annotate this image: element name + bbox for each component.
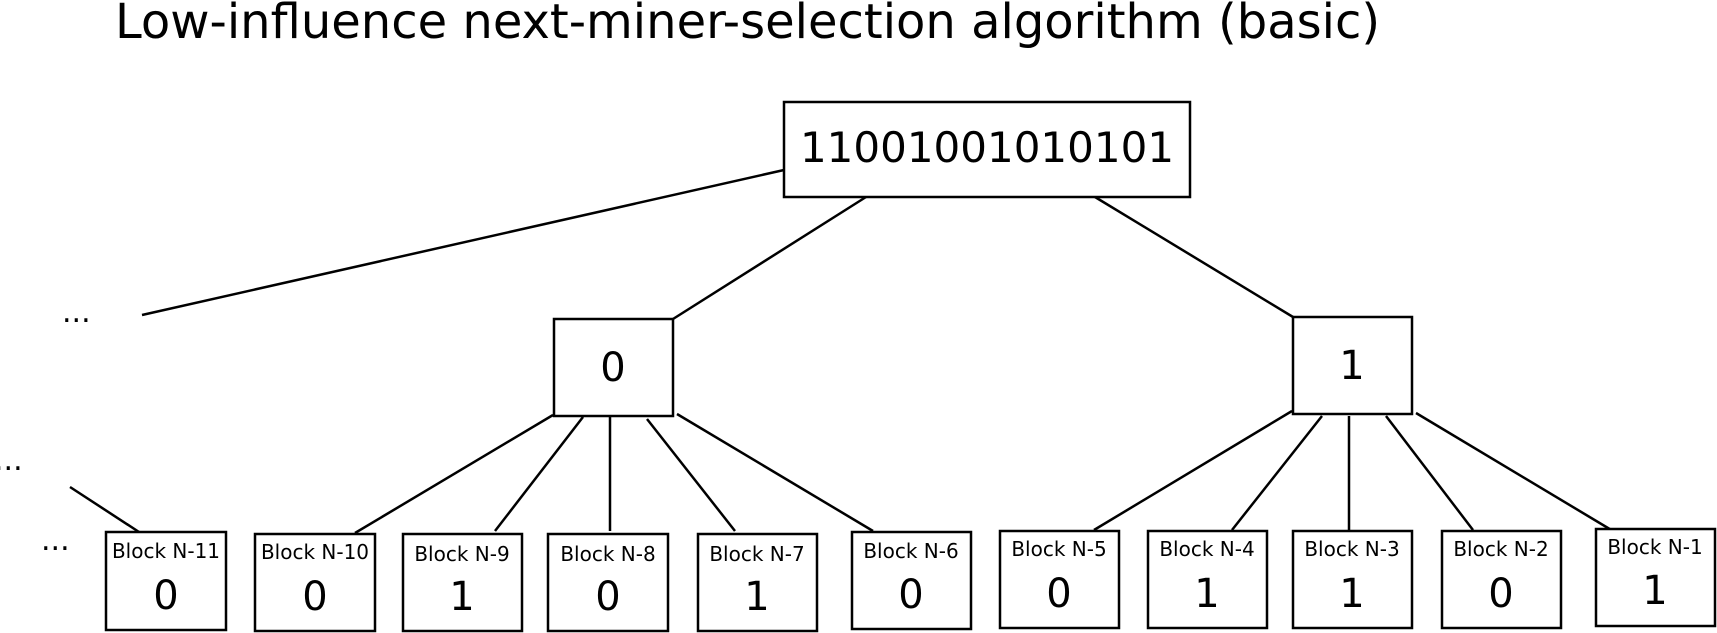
block-node: Block N-7 1 (696, 532, 819, 633)
block-box (1146, 529, 1269, 630)
block-bit: 0 (153, 573, 178, 619)
group-box-1 (1291, 315, 1414, 416)
block-bit: 1 (449, 574, 474, 620)
ellipsis-lower: ... (41, 523, 70, 558)
edge-ellipsis-block-n11 (69, 485, 140, 534)
edge-group0-block-n6 (676, 412, 874, 533)
block-node: Block N-6 0 (850, 530, 973, 631)
block-box (401, 532, 524, 633)
root-node: 11001001010101 (782, 100, 1192, 199)
diagram-title: Low-influence next-miner-selection algor… (115, 0, 1380, 50)
block-box (104, 530, 228, 632)
block-node: Block N-5 0 (998, 529, 1121, 630)
block-box (1594, 527, 1717, 628)
block-node: Block N-3 1 (1291, 529, 1414, 630)
block-bit: 1 (1194, 571, 1219, 617)
block-node: Block N-4 1 (1146, 529, 1269, 630)
block-label: Block N-5 (1011, 537, 1106, 561)
block-node: Block N-2 0 (1440, 529, 1563, 630)
block-label: Block N-1 (1607, 535, 1702, 559)
block-box (546, 532, 670, 633)
block-label: Block N-6 (863, 539, 958, 563)
block-row: Block N-11 0 Block N-10 0 Block N-9 1 Bl… (104, 527, 1717, 633)
edge-root-ellipsis (141, 168, 785, 317)
block-label: Block N-9 (414, 542, 509, 566)
block-bit: 1 (1642, 568, 1667, 614)
root-value: 11001001010101 (800, 123, 1174, 172)
edge-group1-block-n5 (1093, 409, 1293, 532)
edge-group1-block-n2 (1385, 415, 1474, 531)
block-bit: 1 (744, 574, 769, 620)
edge-root-group-1 (1094, 195, 1294, 319)
block-label: Block N-4 (1159, 537, 1254, 561)
block-label: Block N-10 (261, 540, 369, 564)
block-label: Block N-11 (112, 539, 220, 563)
edges (69, 168, 1614, 535)
block-node: Block N-8 0 (546, 532, 670, 633)
block-label: Block N-3 (1304, 537, 1399, 561)
block-box (850, 530, 973, 631)
block-box (253, 532, 377, 633)
edge-group0-block-n10 (354, 413, 554, 535)
block-node: Block N-9 1 (401, 532, 524, 633)
block-label: Block N-8 (560, 542, 655, 566)
edge-group0-block-n9 (494, 416, 584, 532)
block-bit: 1 (1339, 571, 1364, 617)
block-bit: 0 (595, 574, 620, 620)
group-node-0: 0 (552, 317, 675, 418)
block-node: Block N-11 0 (104, 530, 228, 632)
edge-group0-block-n7 (646, 418, 736, 532)
edge-group1-block-n1 (1415, 411, 1614, 533)
block-bit: 0 (898, 572, 923, 618)
block-label: Block N-2 (1453, 537, 1548, 561)
ellipsis-middle: ... (0, 443, 23, 478)
group-value-1: 1 (1339, 343, 1364, 389)
block-box (1440, 529, 1563, 630)
block-bit: 0 (1046, 571, 1071, 617)
block-box (696, 532, 819, 633)
block-box (1291, 529, 1414, 630)
block-box (998, 529, 1121, 630)
block-node: Block N-10 0 (253, 532, 377, 633)
block-bit: 0 (1488, 571, 1513, 617)
group-box-0 (552, 317, 675, 418)
edge-root-group-0 (672, 195, 867, 321)
ellipsis-upper: ... (62, 295, 91, 330)
block-label: Block N-7 (709, 542, 804, 566)
root-box (782, 100, 1192, 199)
group-node-1: 1 (1291, 315, 1414, 416)
block-bit: 0 (302, 574, 327, 620)
group-value-0: 0 (600, 345, 625, 391)
edge-group1-block-n4 (1231, 415, 1323, 531)
block-node: Block N-1 1 (1594, 527, 1717, 628)
